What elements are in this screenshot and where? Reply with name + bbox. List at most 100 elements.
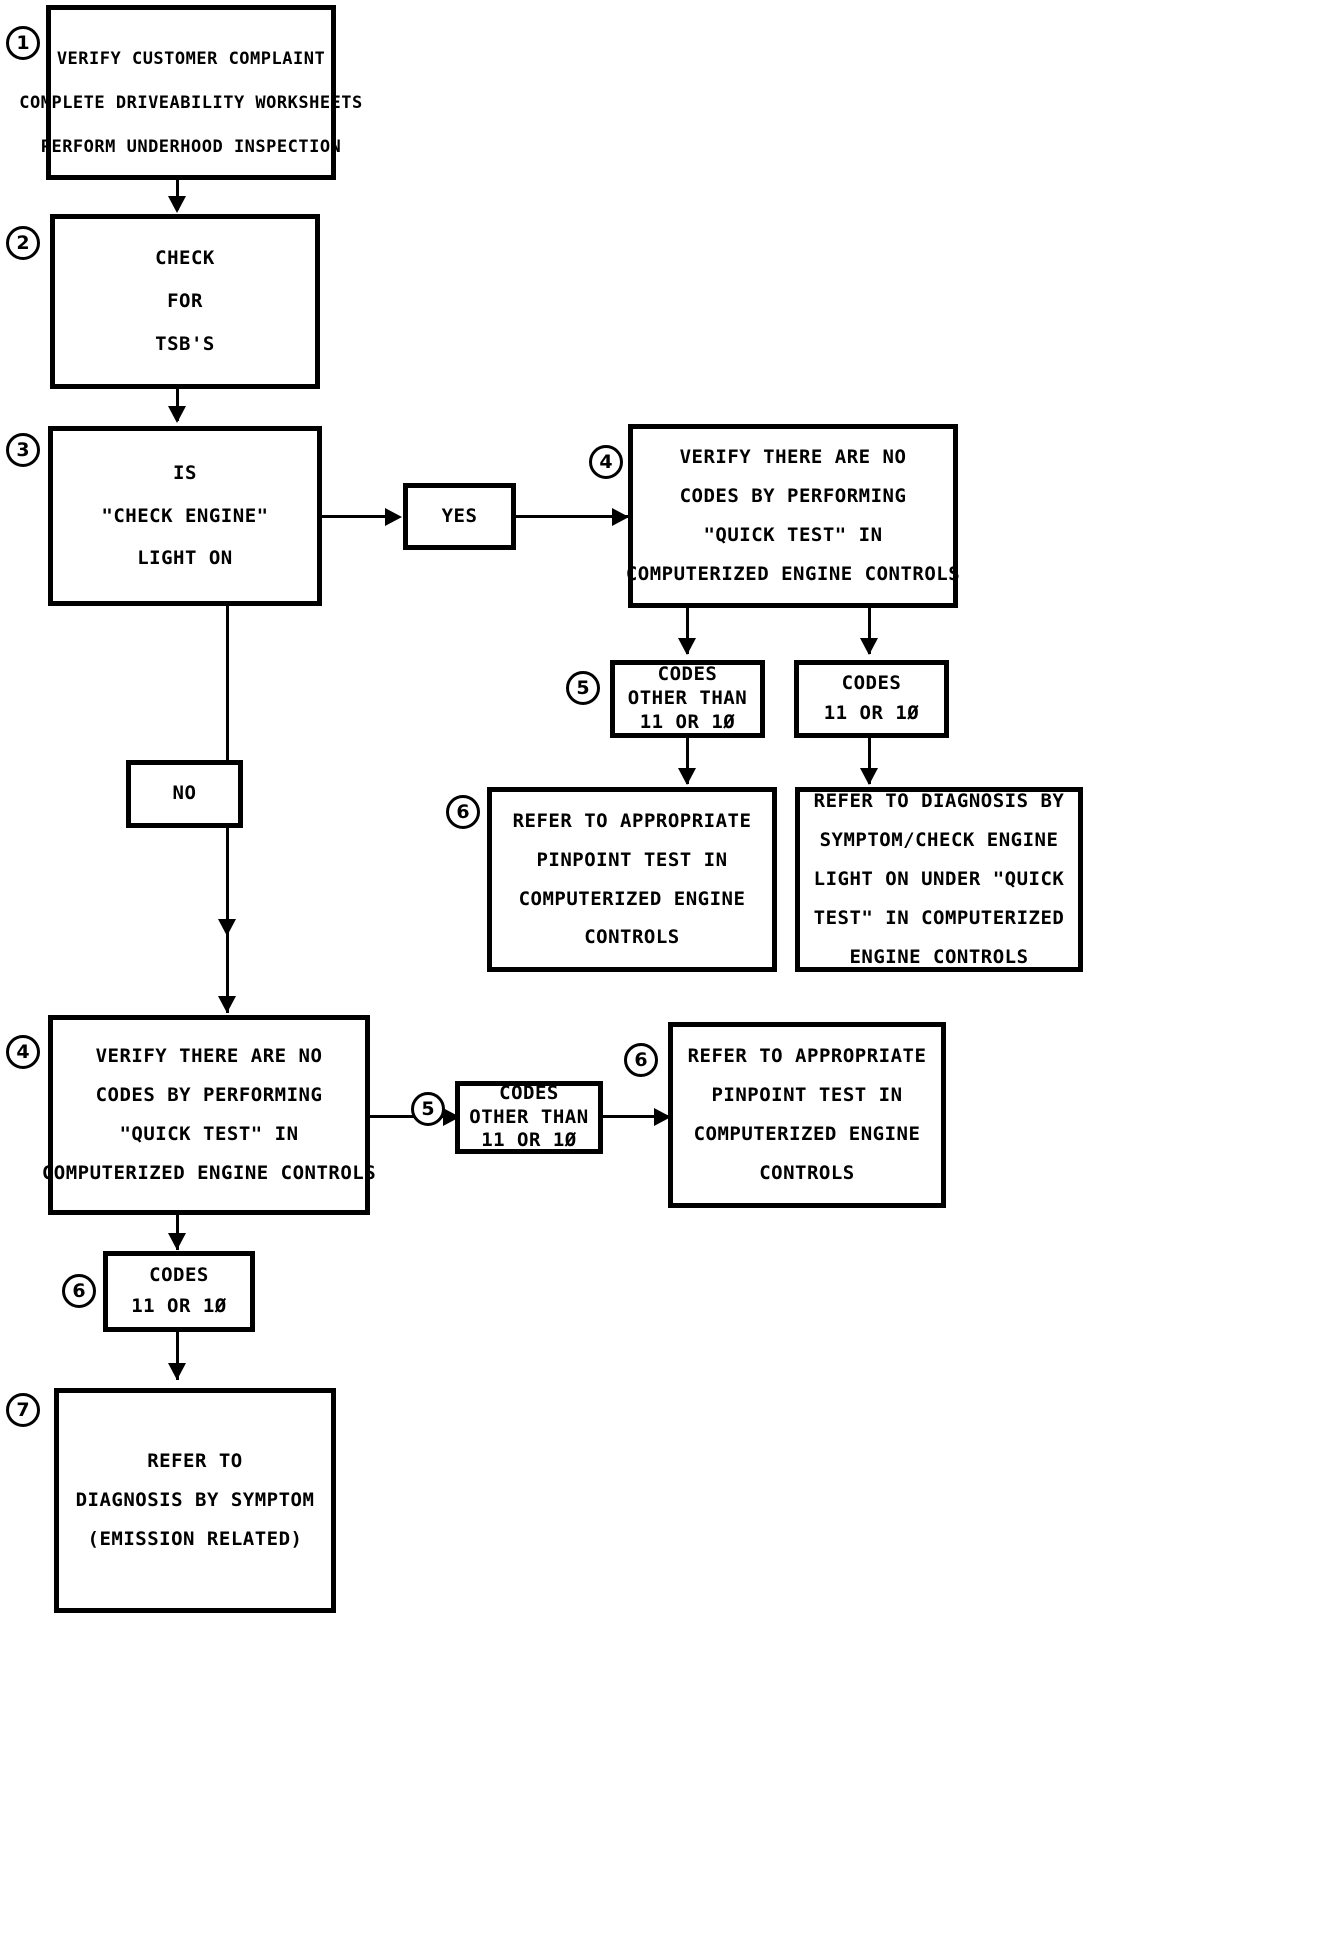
flow-node-5c-line-2: OTHER THAN [469, 1105, 589, 1128]
arrowhead-5a-to-6a [678, 768, 696, 785]
flow-node-5c-line-3: 11 OR 1Ø [481, 1129, 577, 1152]
connector-yes-to-4a [516, 515, 628, 518]
arrowhead-5b-to-6b [860, 768, 878, 785]
flow-node-1-line-1: VERIFY CUSTOMER COMPLAINT [56, 49, 326, 69]
flow-node-7-line-1: REFER TO [147, 1450, 243, 1473]
flow-node-4a-line-1: VERIFY THERE ARE NO [679, 446, 907, 469]
arrowhead-2-to-3 [168, 406, 186, 423]
arrowhead-4b-to-6d [168, 1233, 186, 1250]
step-bubble-4b-label: 4 [16, 1040, 30, 1063]
flow-node-5a: CODES OTHER THAN 11 OR 1Ø [610, 660, 765, 738]
flow-node-6b-line-2: SYMPTOM/CHECK ENGINE [819, 829, 1059, 852]
connector-no-to-4b [226, 828, 229, 1013]
arrowhead-1-to-2 [168, 196, 186, 213]
connector-4b-to-5c [370, 1115, 452, 1118]
flow-node-5c: CODES OTHER THAN 11 OR 1Ø [455, 1081, 603, 1154]
connector-4a-to-5a [686, 608, 689, 654]
flow-node-6d: CODES 11 OR 1Ø [103, 1251, 255, 1332]
flow-node-6b-line-1: REFER TO DIAGNOSIS BY [813, 790, 1065, 813]
flow-node-6c-line-3: COMPUTERIZED ENGINE [693, 1123, 921, 1145]
flow-node-6c-line-4: CONTROLS [759, 1161, 855, 1184]
arrowhead-3-to-yes [385, 508, 402, 526]
flow-node-6a-line-4: CONTROLS [584, 926, 680, 949]
flow-node-no: NO [126, 760, 243, 828]
arrowhead-no-to-4b [218, 996, 236, 1013]
step-bubble-2: 2 [6, 226, 40, 260]
arrowhead-6d-to-7 [168, 1363, 186, 1380]
flow-node-5a-line-3: 11 OR 1Ø [639, 710, 736, 733]
flow-node-6b-line-5: ENGINE CONTROLS [849, 945, 1029, 968]
connector-5a-to-6a [686, 738, 689, 784]
flow-node-3: IS "CHECK ENGINE" LIGHT ON [48, 426, 322, 606]
step-bubble-6a-label: 6 [456, 800, 470, 823]
flow-node-yes-label: YES [441, 504, 478, 527]
flow-node-4a-line-2: CODES BY PERFORMING [679, 485, 907, 508]
flow-node-2-line-3: TSB'S [155, 332, 215, 355]
flow-node-4b-line-2: CODES BY PERFORMING [95, 1084, 323, 1107]
step-bubble-6c-label: 6 [634, 1048, 648, 1071]
connector-5b-to-6b [868, 738, 871, 784]
step-bubble-4b: 4 [6, 1035, 40, 1069]
flow-node-6b-line-3: LIGHT ON UNDER "QUICK [813, 868, 1065, 891]
flow-node-2: CHECK FOR TSB'S [50, 214, 320, 389]
flow-node-6c: REFER TO APPROPRIATE PINPOINT TEST IN CO… [668, 1022, 946, 1208]
flow-node-5b-line-2: 11 OR 1Ø [823, 702, 920, 725]
flow-node-3-line-3: LIGHT ON [137, 547, 233, 570]
flow-node-1-line-2: COMPLETE DRIVEABILITY WORKSHEETS [19, 93, 363, 114]
step-bubble-6a: 6 [446, 795, 480, 829]
flow-node-yes: YES [403, 483, 516, 550]
flow-node-4a: VERIFY THERE ARE NO CODES BY PERFORMING … [625, 424, 961, 608]
flow-node-2-line-2: FOR [167, 290, 203, 313]
step-bubble-7: 7 [6, 1393, 40, 1427]
arrowhead-4a-to-5a [678, 638, 696, 655]
flow-node-6d-line-2: 11 OR 1Ø [131, 1295, 227, 1318]
flow-node-7: REFER TO DIAGNOSIS BY SYMPTOM (EMISSION … [54, 1388, 336, 1613]
step-bubble-5a-label: 5 [576, 676, 590, 699]
step-bubble-1-label: 1 [16, 31, 30, 54]
step-bubble-4a-label: 4 [599, 450, 613, 473]
connector-3-to-yes [322, 515, 390, 518]
step-bubble-2-label: 2 [16, 231, 30, 254]
flow-node-6c-line-2: PINPOINT TEST IN [711, 1084, 903, 1107]
flow-node-4b-line-4: COMPUTERIZED ENGINE CONTROLS [41, 1161, 377, 1184]
flow-node-no-label: NO [172, 782, 197, 805]
flow-node-6b: REFER TO DIAGNOSIS BY SYMPTOM/CHECK ENGI… [795, 787, 1083, 972]
arrowhead-yes-to-4a [612, 508, 629, 526]
step-bubble-4a: 4 [589, 445, 623, 479]
connector-5c-to-6c [603, 1115, 669, 1118]
connector-2-to-3 [176, 389, 179, 421]
connector-4b-to-6d [176, 1215, 179, 1250]
flow-node-4a-line-3: "QUICK TEST" IN [703, 524, 883, 546]
step-bubble-6d-label: 6 [72, 1279, 86, 1302]
flow-node-6d-line-1: CODES [149, 1263, 209, 1286]
connector-6d-to-7 [176, 1332, 179, 1380]
arrowhead-4a-to-5b [860, 638, 878, 655]
flow-node-1: VERIFY CUSTOMER COMPLAINT COMPLETE DRIVE… [19, 5, 362, 180]
flow-node-4b-line-1: VERIFY THERE ARE NO [95, 1045, 323, 1068]
flow-node-7-line-3: (EMISSION RELATED) [87, 1527, 303, 1550]
step-bubble-6d: 6 [62, 1274, 96, 1308]
flow-node-4a-line-4: COMPUTERIZED ENGINE CONTROLS [625, 562, 961, 585]
flow-node-6a-line-2: PINPOINT TEST IN [536, 848, 728, 871]
flow-node-4b-line-3: "QUICK TEST" IN [119, 1123, 299, 1145]
flow-node-6c-line-1: REFER TO APPROPRIATE [687, 1045, 927, 1068]
flow-node-3-line-2: "CHECK ENGINE" [101, 504, 269, 527]
flow-node-5b: CODES 11 OR 1Ø [794, 660, 949, 738]
flow-node-7-line-2: DIAGNOSIS BY SYMPTOM [75, 1489, 315, 1512]
flow-node-6b-line-4: TEST" IN COMPUTERIZED [813, 906, 1065, 929]
flow-node-6a: REFER TO APPROPRIATE PINPOINT TEST IN CO… [487, 787, 777, 972]
flow-node-6a-line-1: REFER TO APPROPRIATE [512, 809, 752, 832]
step-bubble-3-label: 3 [16, 438, 30, 461]
step-bubble-7-label: 7 [16, 1398, 30, 1421]
step-bubble-1: 1 [6, 26, 40, 60]
flow-node-5c-line-1: CODES [499, 1081, 559, 1104]
connector-4a-to-5b [868, 608, 871, 654]
connector-1-to-2 [176, 180, 179, 210]
flow-node-1-line-3: PERFORM UNDERHOOD INSPECTION [40, 137, 342, 158]
step-bubble-5c: 5 [411, 1092, 445, 1126]
flow-node-5a-line-2: OTHER THAN [627, 687, 748, 710]
flow-node-5b-line-1: CODES [841, 671, 902, 694]
flow-node-6a-line-3: COMPUTERIZED ENGINE [518, 887, 746, 910]
flow-node-2-line-1: CHECK [155, 247, 215, 270]
